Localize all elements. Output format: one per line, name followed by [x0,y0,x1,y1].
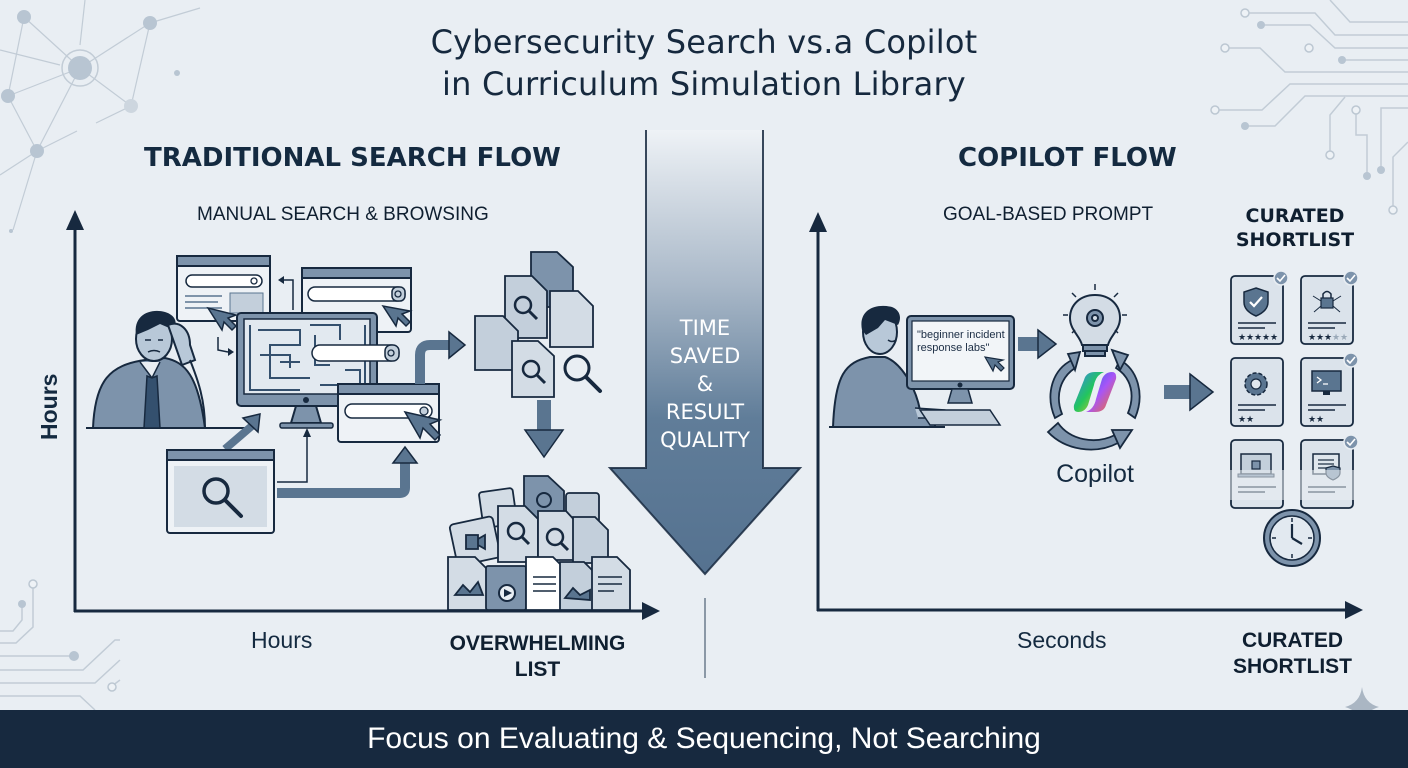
footer-text: Focus on Evaluating & Sequencing, Not Se… [367,722,1041,755]
star-filled-icon: ★ [1254,332,1262,342]
star-filled-icon: ★ [1308,414,1316,424]
clock-icon [1263,509,1321,567]
time-saved-label: TIME SAVED & RESULT QUALITY [630,314,780,454]
arrow-label-line-3: & [696,372,714,396]
prompt-text: "beginner incident response labs" [917,329,1005,354]
star-empty-icon: ★ [1332,332,1340,342]
browser-window-icon-1 [176,255,271,322]
cycle-arrows-icon [1046,348,1141,451]
check-badge-icon [1273,270,1289,286]
frustrated-user-icon [91,310,207,429]
arrow-label-line-2: SAVED [669,344,741,368]
search-window-icon [166,449,275,534]
copilot-logo-icon [1073,372,1117,412]
left-x-axis-label: Hours [251,627,313,653]
copilot-label: Copilot [1056,460,1134,488]
circuit-decoration-bottom-left [0,587,121,711]
shield-check-icon [1243,287,1269,317]
media-file-pile-icon [447,475,631,611]
shortlist-card: ★★ [1230,357,1284,427]
arrow-label-line-5: QUALITY [660,428,750,452]
right-y-axis-arrowhead [809,212,827,232]
star-filled-icon: ★ [1316,414,1324,424]
star-filled-icon: ★ [1238,332,1246,342]
curated-shortlist-cards: ★★★★★★★★★★★★★★ [1230,270,1360,509]
curated-shortlist-label: CURATED SHORTLIST [1220,628,1365,680]
overwhelming-list-label: OVERWHELMING LIST [440,631,635,683]
background-decoration [0,0,1408,711]
magnifier-icon [202,477,230,505]
page-title-line-1: Cybersecurity Search vs.a Copilot [430,23,978,61]
terminal-monitor-icon [1311,370,1342,395]
curated-shortlist-label-line-1: CURATED [1241,629,1344,652]
curated-shortlist-label-line-2: SHORTLIST [1233,655,1352,678]
star-filled-icon: ★ [1246,332,1254,342]
star-filled-icon: ★ [1324,332,1332,342]
star-filled-icon: ★ [1262,332,1270,342]
sparkle-icon [1345,687,1379,727]
user-at-computer-icon [831,305,952,428]
shortlist-card: ★★★★★ [1230,270,1289,345]
network-graph-decoration [0,0,201,231]
curated-shortlist-heading: CURATED SHORTLIST [1220,204,1370,252]
shortlist-card: ★★★★★ [1300,270,1359,345]
network-lock-icon [1312,290,1342,313]
manual-search-subheading: MANUAL SEARCH & BROWSING [197,204,489,225]
overwhelming-list-label-line-2: LIST [514,658,561,681]
shortlist-card: ★★ [1300,352,1359,427]
traditional-flow-heading: TRADITIONAL SEARCH FLOW [144,143,561,173]
arrow-label-line-4: RESULT [665,400,745,424]
star-filled-icon: ★ [1270,332,1278,342]
left-x-axis-arrowhead [642,602,660,620]
footer-banner: Focus on Evaluating & Sequencing, Not Se… [0,710,1408,768]
check-badge-icon [1343,434,1359,450]
right-x-axis-label: Seconds [1017,627,1107,653]
lightbulb-gear-icon [1063,284,1127,357]
circuit-decoration-top-right [1215,0,1408,208]
browser-window-icon-3 [337,383,443,443]
star-filled-icon: ★ [1246,414,1254,424]
goal-based-prompt-subheading: GOAL-BASED PROMPT [943,204,1154,225]
overwhelming-list-label-line-1: OVERWHELMING [449,632,626,655]
check-badge-icon [1343,352,1359,368]
cursor-icon [206,306,239,332]
arrow-label-line-1: TIME [679,316,731,340]
check-badge-icon [1343,270,1359,286]
page-title-line-2: in Curriculum Simulation Library [442,65,966,103]
traditional-search-illustration [86,251,631,611]
time-saved-arrow [607,130,803,576]
prompt-monitor-icon [906,315,1015,426]
star-filled-icon: ★ [1238,414,1246,424]
card-frame [1300,275,1354,345]
star-filled-icon: ★ [1308,332,1316,342]
copilot-flow-heading: COPILOT FLOW [958,143,1177,173]
star-empty-icon: ★ [1340,332,1348,342]
document-stack-icon [474,251,602,398]
left-y-axis-arrowhead [66,210,84,230]
star-filled-icon: ★ [1316,332,1324,342]
right-x-axis-arrowhead [1345,601,1363,619]
card-fade-overlay [1230,470,1360,500]
gear-icon [1244,372,1268,396]
shortlist-heading-line-2: SHORTLIST [1235,229,1355,251]
left-axes [66,210,1363,678]
maze-monitor-icon [236,312,400,429]
shortlist-heading-line-1: CURATED [1245,205,1345,227]
copilot-illustration [829,284,1215,451]
